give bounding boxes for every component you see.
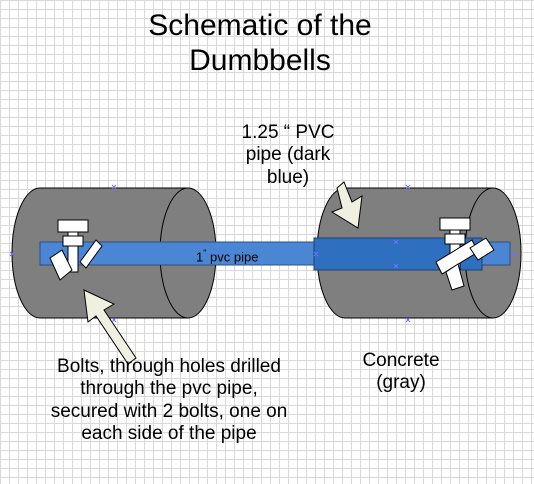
bolts-label: Bolts, through holes drilled through the… [24, 356, 314, 446]
bolts-label-line-4: each side of the pipe [81, 423, 257, 445]
pvc-1in-label: 1" pvc pipe [196, 248, 258, 264]
pvc-125-label-line-3: blue) [266, 166, 310, 188]
pvc-1in-label-inch-mark: " [203, 248, 207, 258]
bolts-label-line-1: Bolts, through holes drilled [57, 356, 281, 377]
concrete-label-line-2: (gray) [376, 372, 426, 394]
pvc-125-label-line-2: pipe (dark [245, 144, 331, 166]
pvc-1in-label-size: 1 [196, 249, 204, 265]
selection-handles [9, 184, 517, 323]
title-line-2: Dumbbells [189, 44, 331, 78]
pvc-125-label: 1.25 “ PVC pipe (dark blue) [232, 122, 344, 189]
diagram-title: Schematic of the Dumbbells [90, 8, 430, 79]
concrete-label: Concrete (gray) [346, 350, 456, 395]
right-bolt-icon [435, 217, 495, 291]
pvc-1in-label-text: pvc pipe [206, 249, 259, 265]
left-bolt-icon [49, 219, 103, 281]
pvc-125-label-line-1: 1.25 “ PVC [241, 122, 335, 143]
bolts-pointer-arrow [83, 289, 137, 365]
bolts-label-line-3: secured with 2 bolts, one on [50, 400, 288, 422]
bolts-label-line-2: through the pvc pipe, [80, 378, 258, 400]
title-line-1: Schematic of the [148, 9, 372, 42]
concrete-label-line-1: Concrete [362, 350, 440, 371]
pvc-125-pointer-arrow [330, 181, 363, 229]
